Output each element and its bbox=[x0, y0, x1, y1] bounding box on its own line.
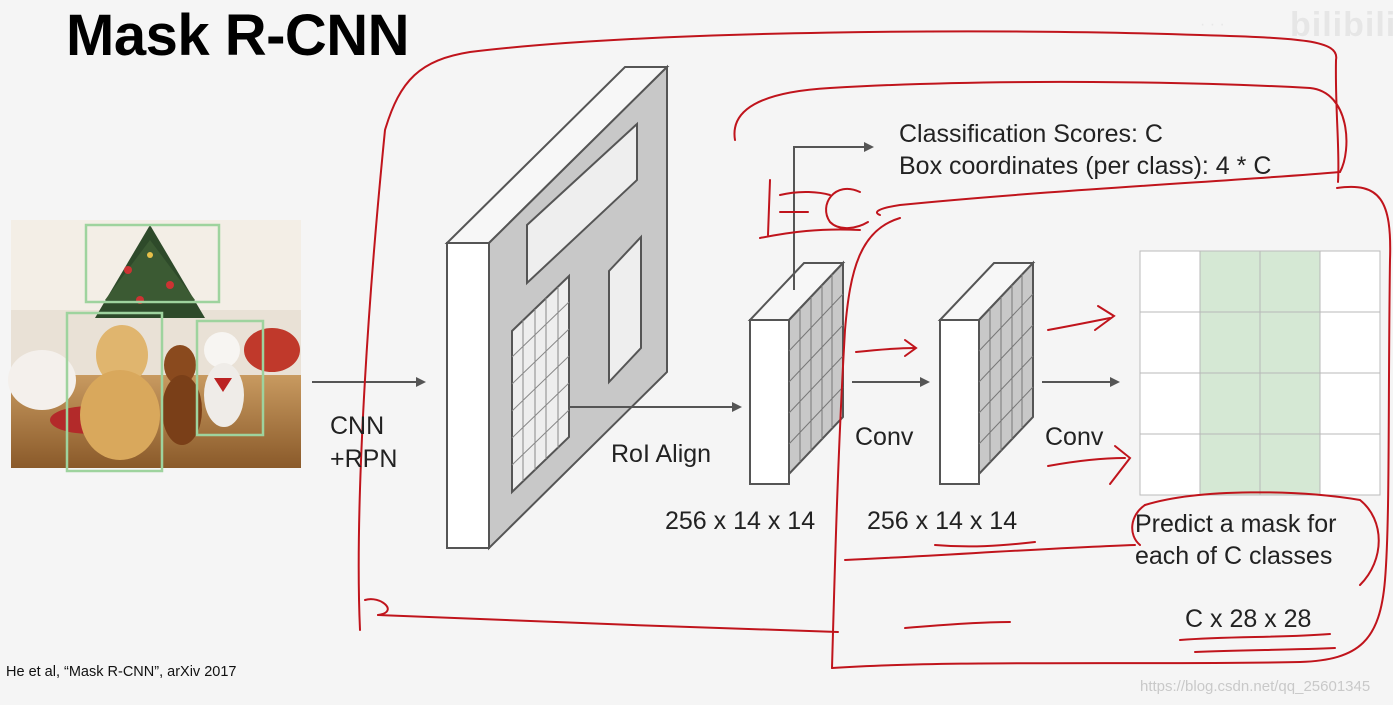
label-cnn: CNN bbox=[330, 412, 385, 440]
label-box-coords: Box coordinates (per class): 4 * C bbox=[899, 152, 1272, 180]
input-image bbox=[8, 220, 301, 473]
detection-boxes bbox=[65, 223, 265, 473]
slide-title: Mask R-CNN bbox=[66, 3, 410, 68]
label-dim-2: 256 x 14 x 14 bbox=[867, 507, 1018, 535]
bilibili-logo: bilibili bbox=[1290, 6, 1393, 44]
arrow-fc-branch bbox=[793, 142, 874, 290]
label-mask-line-2: each of C classes bbox=[1135, 542, 1333, 570]
label-class-scores: Classification Scores: C bbox=[899, 120, 1163, 148]
mask-grid bbox=[1139, 250, 1381, 496]
feature-cube-1 bbox=[747, 260, 846, 485]
watermark-text: · · · bbox=[1200, 16, 1225, 33]
label-roi-align: RoI Align bbox=[611, 440, 712, 468]
feature-map bbox=[444, 64, 670, 551]
label-mask-dim: C x 28 x 28 bbox=[1185, 605, 1312, 633]
handwritten-annotations bbox=[357, 30, 1392, 669]
label-rpn: +RPN bbox=[330, 445, 398, 473]
label-conv-2: Conv bbox=[1045, 423, 1104, 451]
label-dim-1: 256 x 14 x 14 bbox=[665, 507, 816, 535]
label-mask-line-1: Predict a mask for bbox=[1135, 510, 1337, 538]
feature-cube-2 bbox=[937, 260, 1036, 485]
label-conv-1: Conv bbox=[855, 423, 914, 451]
citation: He et al, “Mask R-CNN”, arXiv 2017 bbox=[6, 664, 237, 680]
watermark-url: https://blog.csdn.net/qq_25601345 bbox=[1140, 678, 1371, 695]
